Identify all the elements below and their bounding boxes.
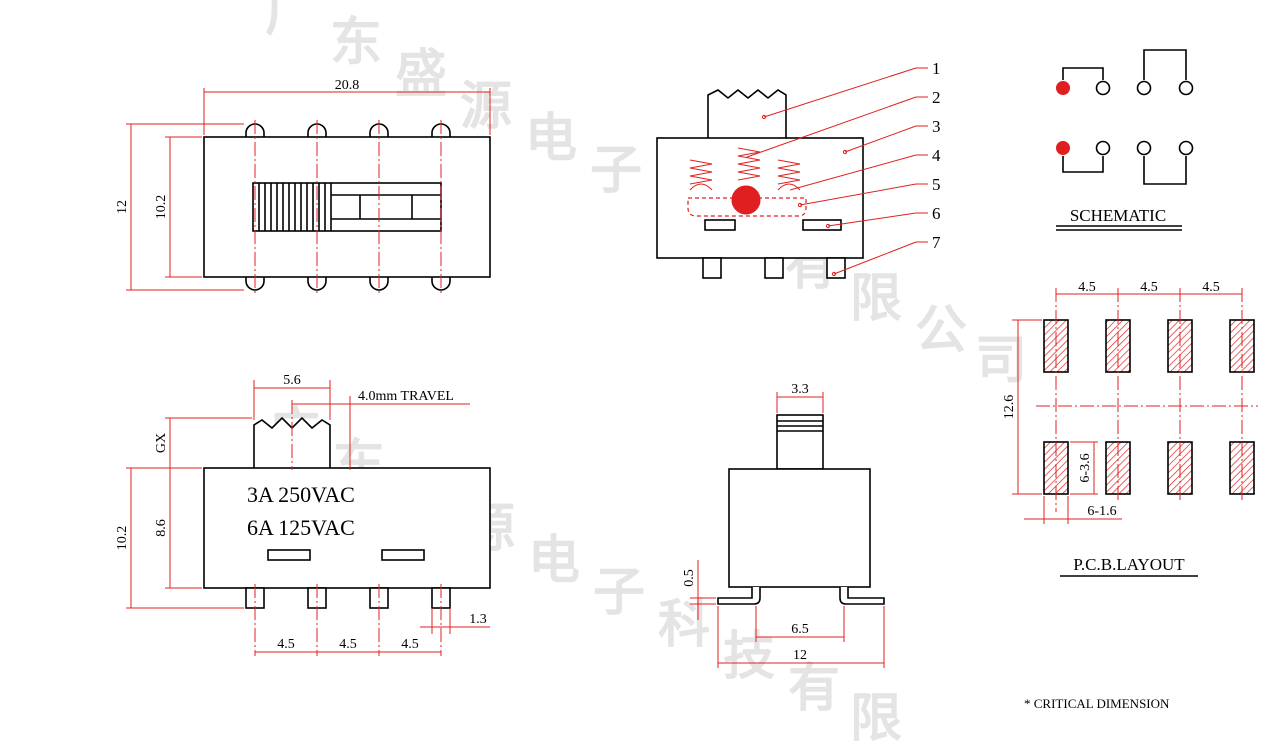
dim-front-height-outer: 10.2 (115, 526, 130, 551)
watermark-char: 科 (658, 595, 710, 655)
watermark-char: 电 (528, 531, 580, 591)
side-leg-right (839, 587, 885, 605)
watermark-char: 子 (590, 141, 642, 201)
callout-1: 1 (932, 59, 941, 78)
schematic: SCHEMATIC (1056, 49, 1194, 231)
watermark-char: 子 (593, 563, 645, 623)
dim-side-knob-width: 3.3 (791, 382, 809, 397)
watermark-char: 电 (525, 109, 577, 169)
dim-front-height-inner: 8.6 (154, 519, 169, 537)
side-body (728, 468, 871, 588)
callout-3: 3 (932, 117, 941, 136)
front-slot-right (381, 549, 425, 561)
watermark-char: 源 (460, 77, 512, 137)
callout-2: 2 (932, 88, 941, 107)
dim-pcb-pitch-3: 4.5 (1202, 280, 1220, 295)
watermark-char: 技 (723, 627, 775, 687)
callout-5: 5 (932, 175, 941, 194)
dim-front-pitch-3: 4.5 (401, 637, 419, 652)
dim-front-pitch-1: 4.5 (277, 637, 295, 652)
contact-ball (731, 185, 761, 215)
pcb-layout-title: P.C.B.LAYOUT (1073, 555, 1185, 574)
dim-pcb-pad-width: 6-1.6 (1087, 504, 1116, 519)
dim-front-knob-width: 5.6 (283, 373, 301, 388)
side-knob (776, 414, 824, 470)
rating-line-2: 6A 125VAC (247, 515, 355, 540)
dim-top-height-outer: 12 (115, 200, 130, 214)
watermark-char: 司 (975, 331, 1027, 391)
watermark-char: 广 (265, 0, 317, 43)
dim-top-width: 20.8 (335, 78, 360, 93)
dim-pcb-row-spacing: 12.6 (1002, 395, 1017, 420)
dim-pcb-pitch-1: 4.5 (1078, 280, 1096, 295)
front-slot-left (267, 549, 311, 561)
rating-line-1: 3A 250VAC (247, 482, 355, 507)
top-body (203, 136, 491, 278)
front-body (203, 467, 491, 589)
top-view: 20.8 12 10.2 (115, 78, 491, 294)
slide-knob-ribs (258, 183, 332, 231)
watermark-char: 限 (850, 689, 902, 741)
section-view: 1 2 3 4 5 6 7 (656, 59, 941, 279)
watermark-char: 限 (850, 269, 902, 329)
dim-top-height-inner: 10.2 (154, 195, 169, 220)
dim-side-inner-width: 6.5 (791, 622, 809, 637)
watermark-char: 东 (330, 13, 382, 73)
slide-window (252, 182, 442, 232)
dim-side-leg-thickness: 0.5 (682, 569, 697, 587)
critical-dimension-note: * CRITICAL DIMENSION (1024, 696, 1170, 711)
watermark-char: 公 (915, 301, 967, 361)
contact-bar (687, 197, 807, 217)
front-view: 3A 250VAC 6A 125VAC 5.6 4.0mm TRAVEL GX … (115, 373, 491, 656)
dim-front-travel: 4.0mm TRAVEL (358, 389, 454, 404)
callout-7: 7 (932, 233, 941, 252)
schematic-title: SCHEMATIC (1070, 206, 1166, 225)
section-knob (707, 88, 787, 138)
watermark-char: 有 (788, 659, 840, 719)
dim-pcb-pitch-2: 4.5 (1140, 280, 1158, 295)
dim-front-gx: GX (154, 433, 169, 453)
side-view: 3.3 0.5 6.5 12 (682, 382, 885, 668)
side-leg-left (717, 587, 761, 605)
dim-front-pin-width: 1.3 (469, 612, 487, 627)
dim-side-outer-width: 12 (793, 648, 807, 663)
dim-front-pitch-2: 4.5 (339, 637, 357, 652)
dim-pcb-pad-length: 6-3.6 (1078, 453, 1093, 482)
callout-4: 4 (932, 146, 941, 165)
pcb-layout: 4.5 4.5 4.5 12.6 6-3.6 6-1.6 P.C.B.LAYOU… (1002, 280, 1258, 577)
callout-6: 6 (932, 204, 941, 223)
watermark-char: 盛 (395, 45, 447, 105)
